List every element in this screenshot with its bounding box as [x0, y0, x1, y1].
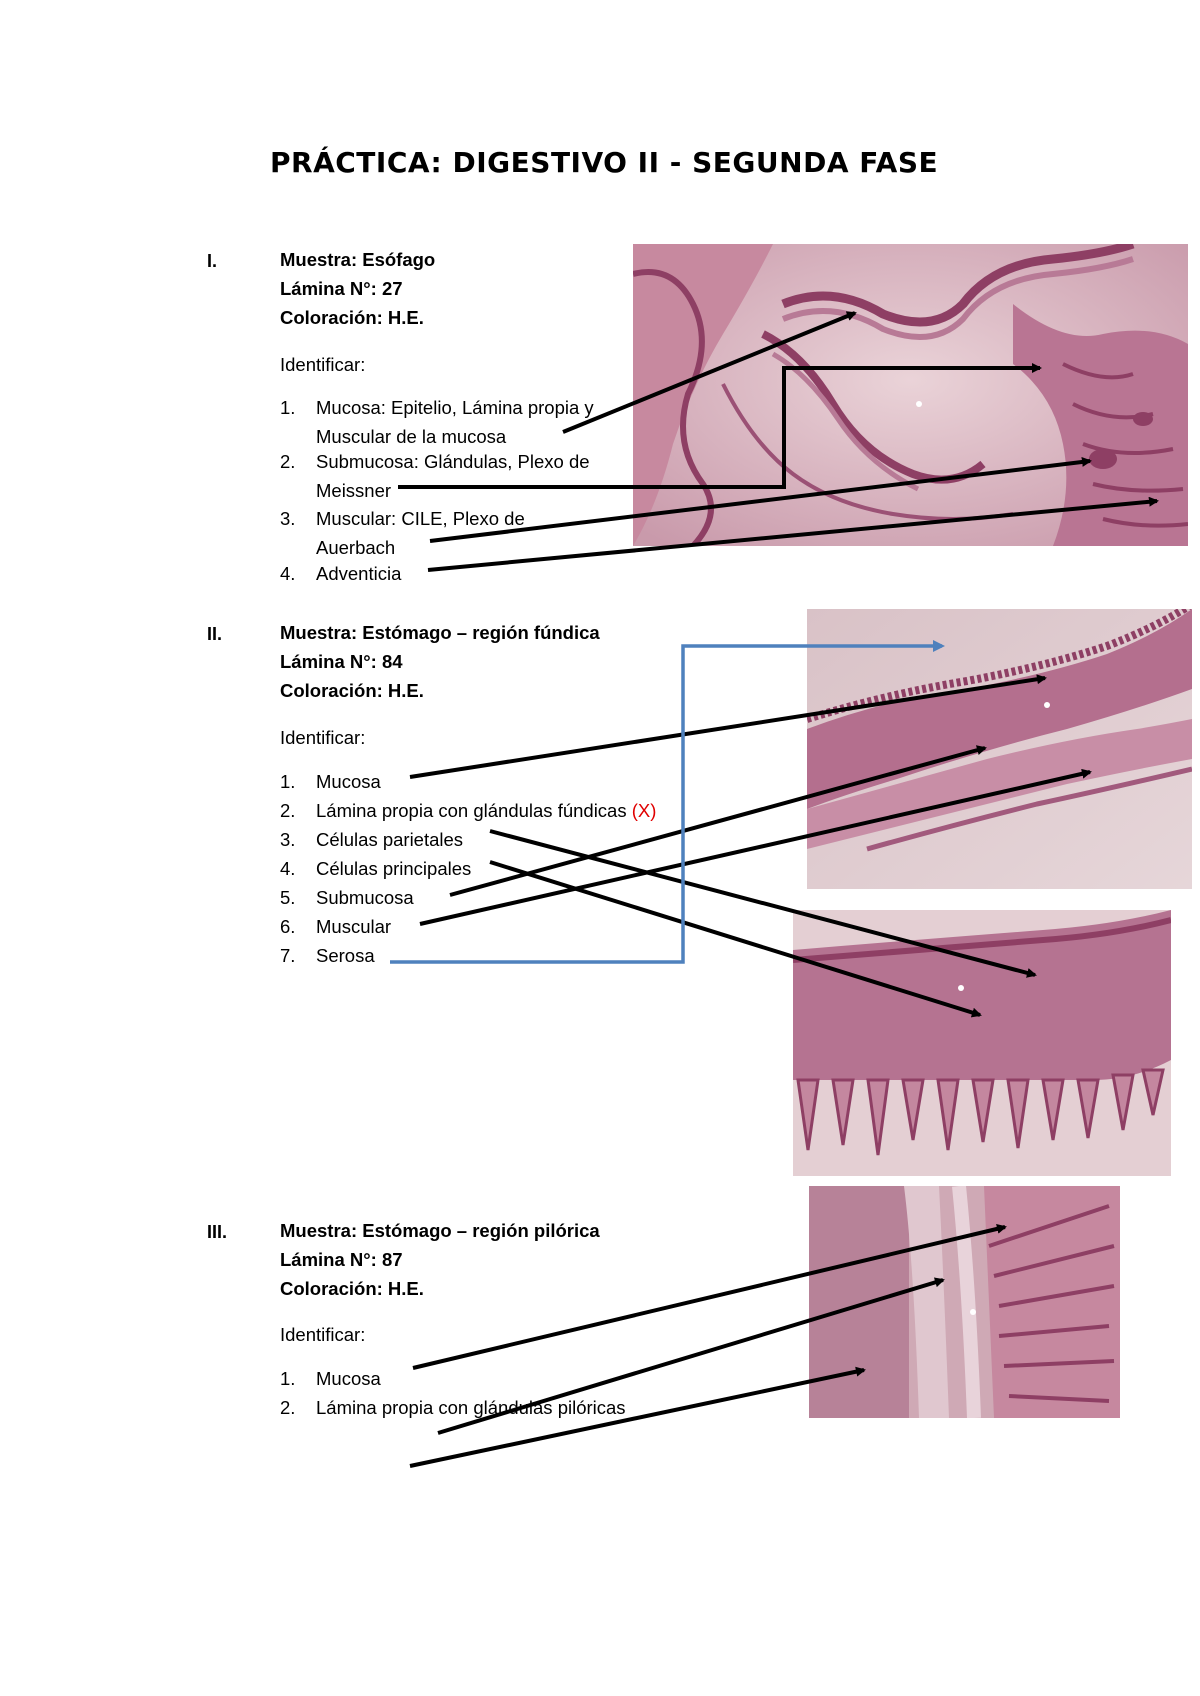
histology-image: [633, 244, 1188, 546]
histology-image: [809, 1186, 1120, 1418]
section-number: II.: [207, 624, 223, 644]
list-item: 3.Células parietales: [280, 829, 464, 850]
micrograph-fundica-high: [793, 910, 1171, 1176]
histology-image: [807, 609, 1192, 889]
identify-list: 1.Mucosa: Epitelio, Lámina propia y Musc…: [280, 393, 610, 588]
document-title: PRÁCTICA: DIGESTIVO II - SEGUNDA FASE: [270, 146, 939, 179]
list-item: 2.Lámina propia con glándulas fúndicas (…: [280, 800, 657, 821]
micrograph-pilorica: [809, 1186, 1120, 1418]
identify-list: 1.Mucosa 2.Lámina propia con glándulas f…: [280, 767, 656, 970]
list-item: 3.Muscular: CILE, Plexo de Auerbach: [280, 508, 525, 558]
section-number: I.: [207, 251, 218, 271]
list-item: 7.Serosa: [280, 945, 375, 966]
stain-label: Coloración: H.E.: [280, 307, 424, 328]
list-item: 1.Mucosa: [280, 771, 381, 792]
stain-label: Coloración: H.E.: [280, 680, 424, 701]
slide-number: Lámina N°: 27: [280, 278, 403, 299]
micrograph-esofago: [633, 244, 1188, 546]
sample-label: Muestra: Estómago – región fúndica: [280, 622, 600, 643]
section-number: III.: [207, 1222, 228, 1242]
micrograph-fundica-low: [807, 609, 1192, 889]
red-x-mark: (X): [631, 800, 657, 821]
list-item: 2.Lámina propia con glándulas pilóricas: [280, 1397, 626, 1418]
slide-number: Lámina N°: 87: [280, 1249, 403, 1270]
list-item: 6.Muscular: [280, 916, 392, 937]
histology-image: [793, 910, 1171, 1176]
stain-label: Coloración: H.E.: [280, 1278, 424, 1299]
identify-label: Identificar:: [280, 727, 366, 748]
slide-number: Lámina N°: 84: [280, 651, 403, 672]
identify-label: Identificar:: [280, 1324, 366, 1345]
sample-info: Muestra: Estómago – región pilórica Lámi…: [280, 1216, 600, 1303]
list-item: 4.Adventicia: [280, 563, 402, 584]
list-item: 4.Células principales: [280, 858, 472, 879]
list-item: 5.Submucosa: [280, 887, 414, 908]
sample-label: Muestra: Estómago – región pilórica: [280, 1220, 600, 1241]
list-item: 2.Submucosa: Glándulas, Plexo de Meissne…: [280, 451, 590, 501]
identify-label: Identificar:: [280, 354, 366, 375]
identify-list: 1.Mucosa 2.Lámina propia con glándulas p…: [280, 1364, 626, 1422]
sample-info: Muestra: Esófago Lámina N°: 27 Coloració…: [280, 245, 435, 332]
list-item: 1.Mucosa: Epitelio, Lámina propia y Musc…: [280, 397, 594, 447]
list-item: 1.Mucosa: [280, 1368, 381, 1389]
sample-label: Muestra: Esófago: [280, 249, 436, 270]
sample-info: Muestra: Estómago – región fúndica Lámin…: [280, 618, 600, 705]
